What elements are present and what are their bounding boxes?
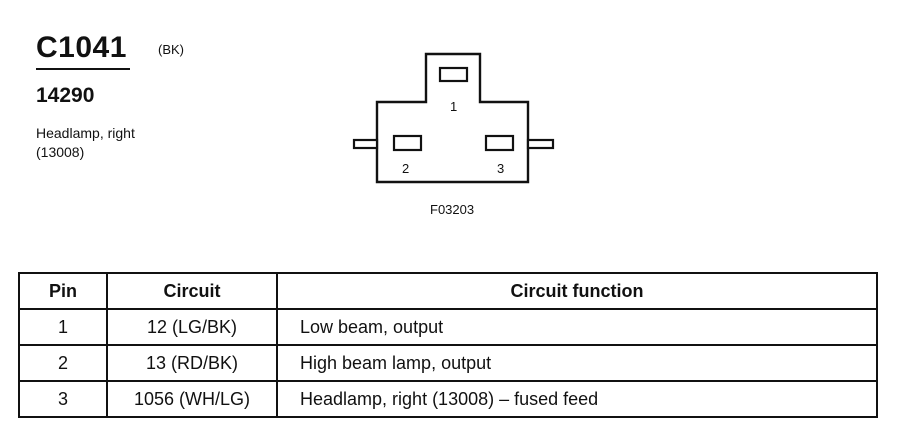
connector-face-drawing <box>352 52 555 184</box>
left-latch-tab <box>352 138 379 150</box>
column-header-circuit-function: Circuit function <box>276 272 878 310</box>
circuit-function-cell: Low beam, output <box>276 308 878 346</box>
pin-cell: 2 <box>18 344 108 382</box>
title-underline <box>36 68 130 70</box>
connector-diagram: 1 2 3 F03203 <box>340 40 580 230</box>
pin-cell: 3 <box>18 380 108 418</box>
connector-color-code: (BK) <box>158 42 184 57</box>
circuit-function-cell: Headlamp, right (13008) – fused feed <box>276 380 878 418</box>
description-line-2: (13008) <box>36 144 85 160</box>
pin-3-label: 3 <box>497 161 505 176</box>
part-number: 14290 <box>36 84 95 107</box>
pinout-table: Pin Circuit Circuit function 1 12 (LG/BK… <box>18 272 878 418</box>
circuit-cell: 1056 (WH/LG) <box>106 380 278 418</box>
connector-description: Headlamp, right (13008) <box>36 124 236 162</box>
pin-cell: 1 <box>18 308 108 346</box>
circuit-cell: 13 (RD/BK) <box>106 344 278 382</box>
connector-id: C1041 <box>36 31 127 64</box>
table-row: 2 13 (RD/BK) High beam lamp, output <box>18 344 878 382</box>
table-row: 3 1056 (WH/LG) Headlamp, right (13008) –… <box>18 380 878 418</box>
pin-1-cavity <box>438 66 469 83</box>
connector-header: C1041 (BK) 14290 Headlamp, right (13008) <box>36 30 236 162</box>
pin-2-cavity <box>392 134 423 152</box>
description-line-1: Headlamp, right <box>36 125 135 141</box>
right-latch-tab <box>526 138 555 150</box>
figure-id: F03203 <box>430 202 475 217</box>
circuit-function-cell: High beam lamp, output <box>276 344 878 382</box>
column-header-pin: Pin <box>18 272 108 310</box>
circuit-cell: 12 (LG/BK) <box>106 308 278 346</box>
pin-1-label: 1 <box>450 99 458 114</box>
column-header-circuit: Circuit <box>106 272 278 310</box>
table-row: 1 12 (LG/BK) Low beam, output <box>18 308 878 346</box>
pin-3-cavity <box>484 134 515 152</box>
pin-2-label: 2 <box>402 161 410 176</box>
table-header-row: Pin Circuit Circuit function <box>18 272 878 310</box>
